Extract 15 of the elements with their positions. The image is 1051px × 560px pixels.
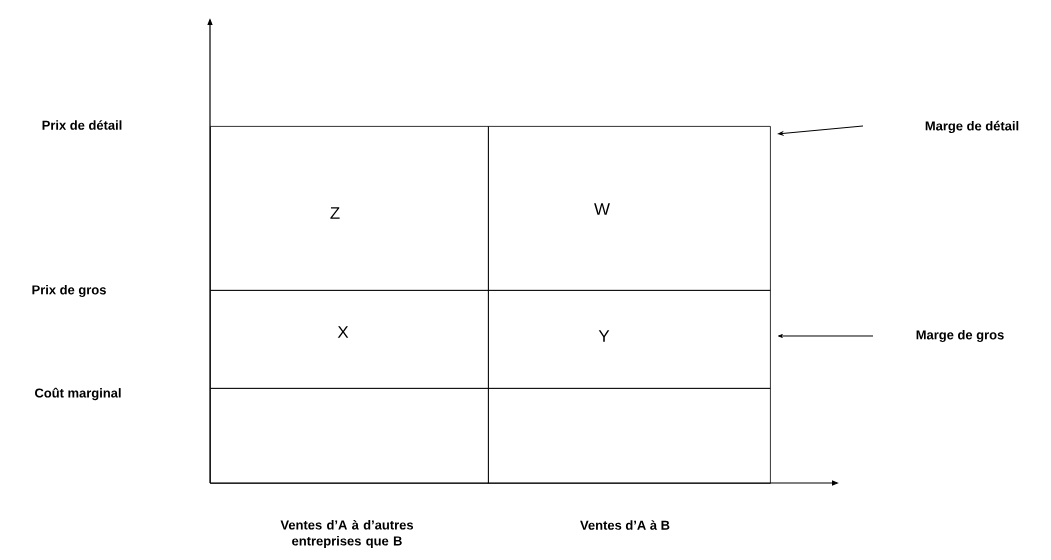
axis-label: Prix de gros — [32, 284, 106, 298]
axis-label: Ventes d’A à d’autres entreprises que B — [280, 519, 414, 549]
grid-cell: Z — [210, 126, 489, 291]
grid-cell: Y — [488, 290, 771, 389]
grid-cell — [488, 388, 771, 484]
grid-cell: W — [488, 126, 771, 291]
axis-label: Prix de détail — [42, 120, 122, 130]
grid-cell — [210, 388, 489, 484]
arrow — [778, 334, 874, 338]
grid-cell: X — [210, 290, 489, 389]
axis-label: Ventes d’A à B — [580, 520, 670, 530]
axis-label: Coût marginal — [35, 387, 121, 401]
side-label: Marge de gros — [916, 329, 1004, 343]
side-label: Marge de détail — [925, 120, 1019, 134]
arrow — [778, 125, 864, 136]
